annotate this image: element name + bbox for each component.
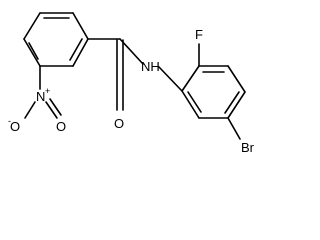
bond bbox=[72, 38, 89, 67]
bond bbox=[181, 65, 200, 92]
fluorine-label: F bbox=[195, 27, 203, 42]
bond bbox=[23, 38, 41, 67]
bond bbox=[23, 12, 41, 40]
bromine-label: Br bbox=[241, 140, 255, 152]
molecule-diagram: N + O - O O NH F Br bbox=[8, 12, 255, 152]
aromatic-bond bbox=[224, 91, 240, 114]
aromatic-bond bbox=[28, 42, 39, 60]
bond bbox=[227, 91, 246, 119]
bond bbox=[24, 101, 36, 119]
bromine-substituent: Br bbox=[227, 117, 255, 152]
nitro-oxygen-charged-label: O bbox=[10, 119, 20, 134]
nitro-oxygen-double-label: O bbox=[56, 119, 66, 134]
bond bbox=[227, 65, 246, 93]
nitro-nitrogen-label: N bbox=[36, 89, 45, 104]
benzoyl-ring bbox=[23, 12, 89, 67]
carbonyl-oxygen-label: O bbox=[114, 116, 124, 131]
amide-nh-label: NH bbox=[141, 59, 160, 74]
bond bbox=[227, 117, 241, 140]
aromatic-bond bbox=[187, 91, 202, 113]
aniline-ring bbox=[181, 65, 246, 119]
bond bbox=[158, 66, 183, 92]
bond bbox=[72, 12, 89, 40]
aromatic-bond bbox=[69, 38, 83, 61]
double-bond bbox=[45, 101, 58, 119]
bond bbox=[181, 90, 200, 119]
nitro-plus-charge: + bbox=[45, 86, 50, 96]
double-bond bbox=[49, 98, 62, 116]
bond bbox=[119, 38, 144, 65]
fluorine-substituent: F bbox=[195, 27, 203, 67]
nitro-minus-charge: - bbox=[8, 116, 11, 126]
nitro-group: N + O - O bbox=[8, 65, 66, 134]
amide-group: O NH bbox=[87, 38, 183, 131]
